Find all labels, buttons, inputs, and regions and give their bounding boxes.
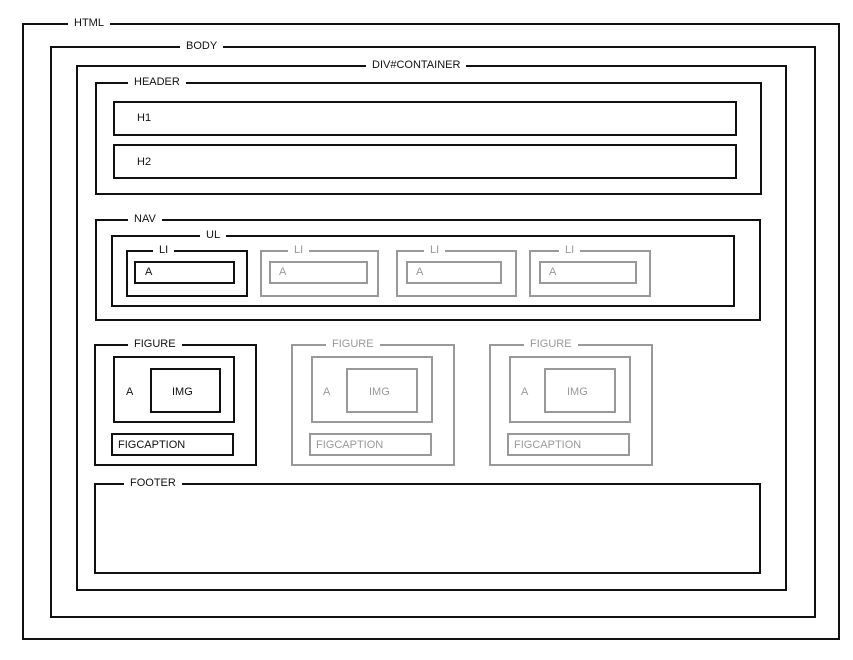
html-box [22,23,840,640]
body-label: BODY [180,40,224,52]
image-label: IMG [369,386,390,398]
h1-box [113,101,737,136]
image-box [150,368,221,413]
body-box [50,46,816,618]
container-label: DIV#CONTAINER [366,59,467,71]
nav-link-label: A [549,266,557,278]
figcaption-label: FIGCAPTION [514,439,582,451]
h1-label: H1 [137,112,152,124]
footer-box [94,483,761,574]
figure-link-box[interactable] [509,356,631,423]
figure-link-label: A [323,386,331,398]
h2-box [113,144,737,179]
html-label: HTML [68,17,110,29]
li-label: LI [288,244,310,256]
image-box [346,368,418,413]
nav-list-item[interactable] [529,250,651,297]
figure-label: FIGURE [524,338,578,350]
nav-link[interactable] [269,261,368,284]
nav-link-label: A [279,266,287,278]
nav-link-label: A [145,266,153,278]
image-label: IMG [172,386,193,398]
ul-label: UL [200,229,227,241]
image-box [544,368,616,413]
nav-list-item[interactable] [260,250,379,297]
nav-link[interactable] [134,261,235,284]
figcaption-label: FIGCAPTION [118,439,186,451]
footer-label: FOOTER [124,477,182,489]
image-label: IMG [567,386,588,398]
figure-label: FIGURE [128,338,182,350]
nav-list-item[interactable] [396,250,517,297]
figure-link-label: A [126,386,134,398]
header-box [95,82,762,195]
figcaption-box [111,433,234,456]
figure-link-label: A [521,386,529,398]
figcaption-box [309,433,432,456]
figure-link-box[interactable] [311,356,433,423]
nav-link-label: A [416,266,424,278]
figcaption-box [507,433,630,456]
header-label: HEADER [128,76,186,88]
nav-list-item[interactable] [126,250,248,297]
figcaption-label: FIGCAPTION [316,439,384,451]
nav-label: NAV [128,213,162,225]
nav-box [95,219,761,321]
li-label: LI [559,244,581,256]
figure-link-box[interactable] [113,356,235,423]
nav-link[interactable] [406,261,502,284]
ul-box [111,235,735,307]
figure-label: FIGURE [326,338,380,350]
nav-link[interactable] [539,261,637,284]
li-label: LI [424,244,446,256]
h2-label: H2 [137,156,152,168]
li-label: LI [153,244,175,256]
